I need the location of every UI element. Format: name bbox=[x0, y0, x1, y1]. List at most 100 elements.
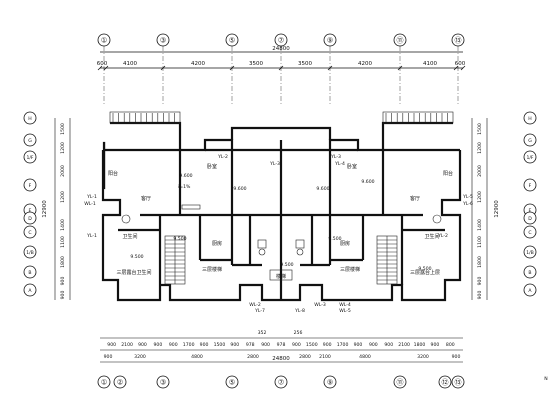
stair-left bbox=[164, 235, 186, 285]
right-axis-label: 1/F bbox=[526, 155, 533, 161]
bottom-dim-row2: 900 bbox=[452, 354, 461, 360]
left-axis-circle bbox=[23, 150, 37, 164]
bottom-dim-row1: 1500 bbox=[306, 342, 318, 348]
top-dim: 4200 bbox=[191, 61, 205, 67]
pipe-label: WL-2 bbox=[249, 302, 261, 308]
top-axis-label: ⑨ bbox=[327, 37, 333, 45]
plan-walls bbox=[101, 121, 462, 302]
bottom-axis-label: ⑫ bbox=[442, 379, 449, 387]
right-axis-label: E bbox=[529, 208, 532, 214]
left-axis-bubbles: HG1/FFEDC1/BBA bbox=[23, 111, 37, 297]
right-axis-circle bbox=[523, 265, 537, 279]
bottom-dim-row1: 900 bbox=[138, 342, 147, 348]
pipe-label: YL-1 bbox=[86, 194, 97, 200]
left-dim: 1200 bbox=[60, 191, 66, 203]
bottom-dim-row1: 900 bbox=[107, 342, 116, 348]
room-bedroom-mid-left: 卧室 bbox=[207, 163, 217, 170]
left-dim: 1800 bbox=[60, 256, 66, 268]
bottom-dim-row1: 900 bbox=[292, 342, 301, 348]
bottom-axis-label: ⑬ bbox=[455, 379, 462, 387]
right-axis-circle bbox=[523, 225, 537, 239]
left-axis-label: H bbox=[28, 116, 31, 122]
right-dim: 1100 bbox=[477, 236, 483, 248]
pipe-label: YL-7 bbox=[254, 308, 265, 314]
right-axis-circle bbox=[523, 245, 537, 259]
room-balcony-right: 阳台 bbox=[443, 170, 453, 177]
elevation-mark: 9.600 bbox=[361, 179, 374, 185]
bottom-dim-row1: 1500 bbox=[214, 342, 226, 348]
bottom-axis-circle bbox=[274, 375, 288, 389]
elevation-mark: 9.500 bbox=[130, 254, 143, 260]
bottom-dim-row1: 978 bbox=[277, 342, 286, 348]
bottom-dim-row1: 900 bbox=[261, 342, 270, 348]
room-kitchen-left: 厨房 bbox=[212, 240, 222, 247]
room-corridor-left: 三层楼梯 bbox=[202, 266, 222, 273]
left-axis-label: E bbox=[29, 208, 32, 214]
room-bath-right: 卫生间 bbox=[424, 233, 439, 240]
bottom-dim-row1: 978 bbox=[246, 342, 255, 348]
left-axis-label: G bbox=[28, 138, 32, 144]
left-dim: 900 bbox=[60, 291, 66, 300]
bottom-dim-row1: 900 bbox=[384, 342, 393, 348]
elevation-mark: 9.600 bbox=[316, 186, 329, 192]
right-axis-circle bbox=[523, 111, 537, 125]
right-total-dim: 12900 bbox=[494, 200, 500, 218]
bottom-axis-circle bbox=[156, 375, 170, 389]
bottom-dim-row1: 900 bbox=[323, 342, 332, 348]
top-dim: 600 bbox=[97, 61, 108, 67]
right-axis-label: G bbox=[528, 138, 532, 144]
bottom-total-dim: 24800 bbox=[272, 356, 290, 362]
top-dim: 3500 bbox=[298, 61, 312, 67]
bottom-dim-row1: 900 bbox=[153, 342, 162, 348]
left-total-dim: 12900 bbox=[42, 200, 48, 218]
bottom-dim-row1: 1700 bbox=[337, 342, 349, 348]
bottom-axis-label: ⑨ bbox=[327, 379, 333, 387]
left-axis-circle bbox=[23, 211, 37, 225]
bottom-dim-row2: 2100 bbox=[319, 354, 331, 360]
pipe-label: YL-1 bbox=[86, 233, 97, 239]
bottom-dim-row1: 900 bbox=[169, 342, 178, 348]
room-terrace-left: 三层露台卫生间 bbox=[116, 269, 151, 276]
bottom-axis-circle bbox=[393, 375, 407, 389]
right-axis-label: H bbox=[528, 116, 531, 122]
left-axis-circle bbox=[23, 178, 37, 192]
right-dim: 1400 bbox=[477, 219, 483, 231]
left-axis-label: A bbox=[28, 288, 32, 294]
bottom-dim-row1: 900 bbox=[369, 342, 378, 348]
pipe-label: YL-3 bbox=[269, 161, 280, 167]
room-labels: 阳台客厅卧室卧室阳台客厅厨房厨房卫生间卫生间三层露台卫生间三层露台上层三层楼梯三… bbox=[108, 163, 453, 280]
bottom-axis-circle bbox=[113, 375, 127, 389]
room-living-right: 客厅 bbox=[410, 195, 420, 202]
north-mark: N bbox=[544, 376, 547, 382]
right-dim: 2000 bbox=[477, 165, 483, 177]
top-dim: 4100 bbox=[423, 61, 437, 67]
balcony-railing-right bbox=[382, 111, 454, 124]
left-axis-circle bbox=[23, 265, 37, 279]
top-dim: 600 bbox=[455, 61, 466, 67]
bottom-dim-row2: 3200 bbox=[417, 354, 429, 360]
pipe-label: WL-4 bbox=[339, 302, 351, 308]
bottom-dim-row1: 800 bbox=[446, 342, 455, 348]
pipe-label: YL-2 bbox=[437, 233, 448, 239]
elevation-mark: 9.500 bbox=[418, 266, 431, 272]
bottom-dim-row1: 900 bbox=[354, 342, 363, 348]
bottom-dim-row2: 3200 bbox=[134, 354, 146, 360]
pipe-label: WL-1 bbox=[84, 201, 96, 207]
dim-tick bbox=[103, 65, 109, 71]
left-axis-circle bbox=[23, 283, 37, 297]
right-axis-label: B bbox=[528, 270, 531, 276]
left-axis-label: F bbox=[29, 183, 32, 189]
top-dim: 4100 bbox=[123, 61, 137, 67]
bottom-dim-row1: 2100 bbox=[121, 342, 133, 348]
bottom-axis-circle bbox=[438, 375, 452, 389]
left-dim: 1200 bbox=[60, 142, 66, 154]
bottom-axis-circle bbox=[97, 375, 111, 389]
bottom-axis-circle bbox=[451, 375, 465, 389]
right-axis-circle bbox=[523, 133, 537, 147]
dim-tick bbox=[453, 65, 459, 71]
